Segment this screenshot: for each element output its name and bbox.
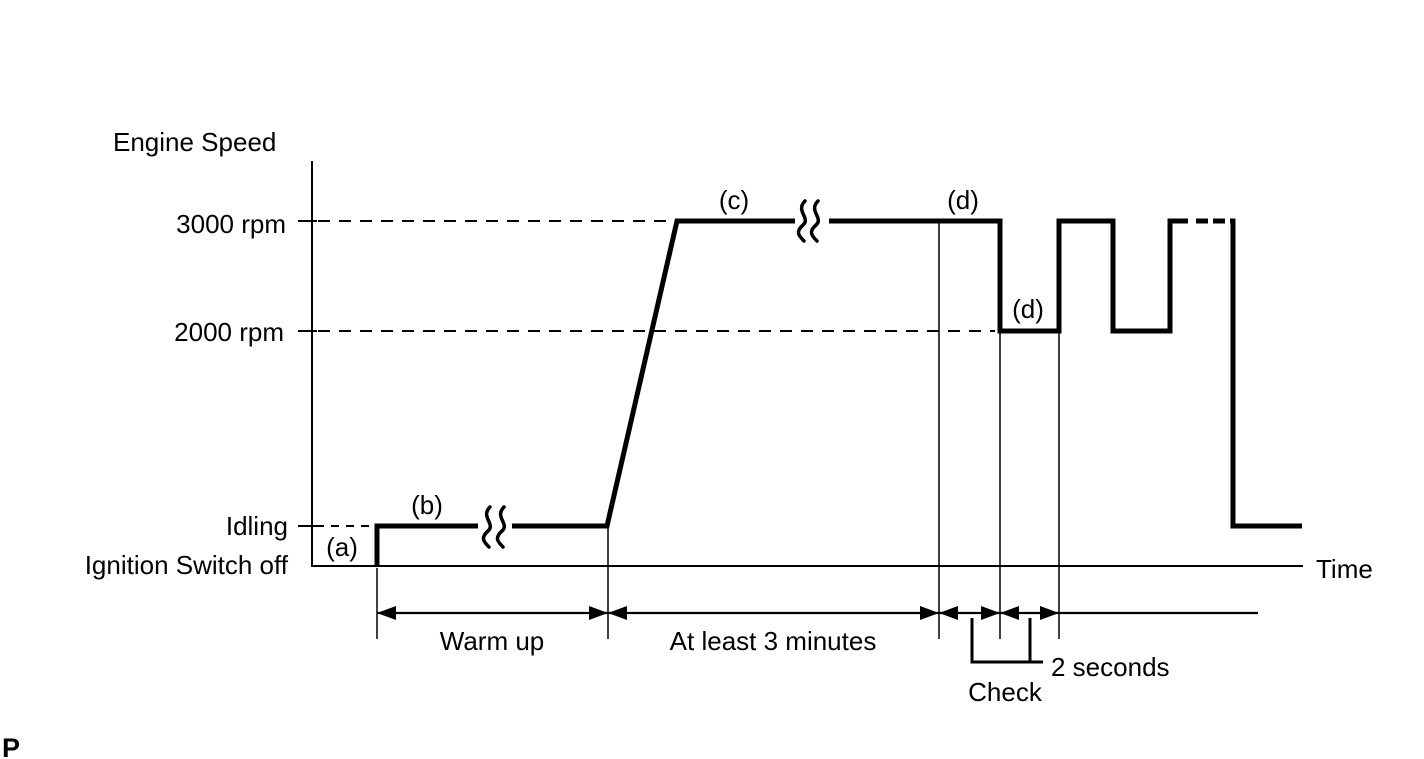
- extension-lines: [376, 223, 1060, 639]
- marker-d-high: (d): [947, 185, 979, 215]
- level-label-ignition-off: Ignition Switch off: [85, 550, 289, 580]
- level-label-3000: 3000 rpm: [176, 209, 286, 239]
- labels: Engine Speed 3000 rpm 2000 rpm Idling Ig…: [2, 127, 1373, 759]
- span-label-two-seconds: 2 seconds: [1051, 652, 1170, 682]
- waveform: [374, 218, 1302, 566]
- span-label-warm-up: Warm up: [440, 626, 545, 656]
- arrowhead-left-pulse1: [939, 606, 958, 620]
- marker-c: (c): [719, 185, 749, 215]
- arrowhead-right-pulse2: [1040, 606, 1059, 620]
- level-label-2000: 2000 rpm: [174, 317, 284, 347]
- x-axis-label: Time: [1316, 554, 1373, 584]
- break-marks: [481, 199, 821, 549]
- arrowhead-left-warmup: [377, 606, 396, 620]
- marker-b: (b): [411, 490, 443, 520]
- page-marker: P: [2, 733, 20, 759]
- marker-a: (a): [326, 532, 358, 562]
- axes: [298, 161, 1303, 567]
- span-label-hold: At least 3 minutes: [670, 626, 877, 656]
- arrowhead-right-warmup: [589, 606, 608, 620]
- waveform-path: [374, 218, 1302, 566]
- check-bracket: [970, 618, 1043, 664]
- break-mark-idle-1: [481, 505, 493, 549]
- arrowhead-left-pulse2: [1000, 606, 1019, 620]
- check-bracket-path: [970, 618, 1043, 664]
- arrowhead-right-pulse1: [981, 606, 1000, 620]
- y-axis-title: Engine Speed: [113, 127, 276, 157]
- dimension-arrowheads: [377, 606, 1059, 620]
- dimension-annotations: [377, 606, 1258, 664]
- break-mark-3000-2: [809, 199, 821, 243]
- break-mark-idle-2: [495, 505, 507, 549]
- reference-lines: [316, 220, 995, 527]
- arrowhead-right-hold: [920, 606, 939, 620]
- arrowhead-left-hold: [608, 606, 627, 620]
- marker-d-low: (d): [1012, 294, 1044, 324]
- level-label-idling: Idling: [226, 511, 288, 541]
- break-mark-3000-1: [796, 199, 808, 243]
- span-label-check: Check: [968, 677, 1043, 707]
